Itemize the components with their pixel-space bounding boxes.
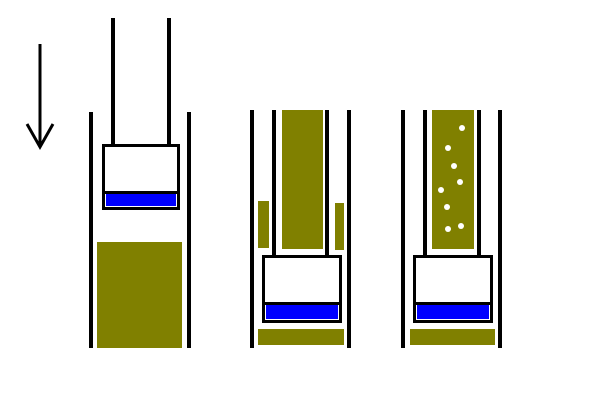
stage-3-piston-seal (417, 305, 489, 319)
stage-1-right-wall (187, 112, 191, 348)
stage-1-rod-right (167, 18, 171, 145)
stage-2-outer-left-wall (250, 110, 254, 348)
stage-2-material-in-rod (282, 110, 323, 249)
stage-1 (89, 18, 191, 348)
stage-2-material-bottom (258, 329, 344, 345)
stage-3-outer-right-wall (498, 110, 502, 348)
stage-3-inner-left-wall (423, 110, 427, 256)
stage-2-outer-right-wall (347, 110, 351, 348)
stage-1-left-wall (89, 112, 93, 348)
stage-3-inner-right-wall (477, 110, 481, 256)
stage-3-bubbles (438, 125, 465, 232)
stage-2-inner-right-wall (325, 110, 329, 256)
down-arrow-icon (25, 44, 55, 151)
stage-2 (250, 110, 351, 348)
stage-3-material-bottom (410, 329, 495, 345)
stage-2-inner-left-wall (272, 110, 276, 256)
stage-2-material-right-gap (335, 203, 344, 250)
stage-3-material-in-rod (432, 110, 474, 249)
stage-2-piston-seal (266, 305, 338, 319)
stage-2-material-left-gap (258, 201, 269, 248)
stage-3 (401, 110, 502, 348)
stage-1-material (97, 242, 182, 348)
stage-1-rod-left (111, 18, 115, 145)
stage-1-piston-seal (106, 194, 176, 206)
stage-3-outer-left-wall (401, 110, 405, 348)
